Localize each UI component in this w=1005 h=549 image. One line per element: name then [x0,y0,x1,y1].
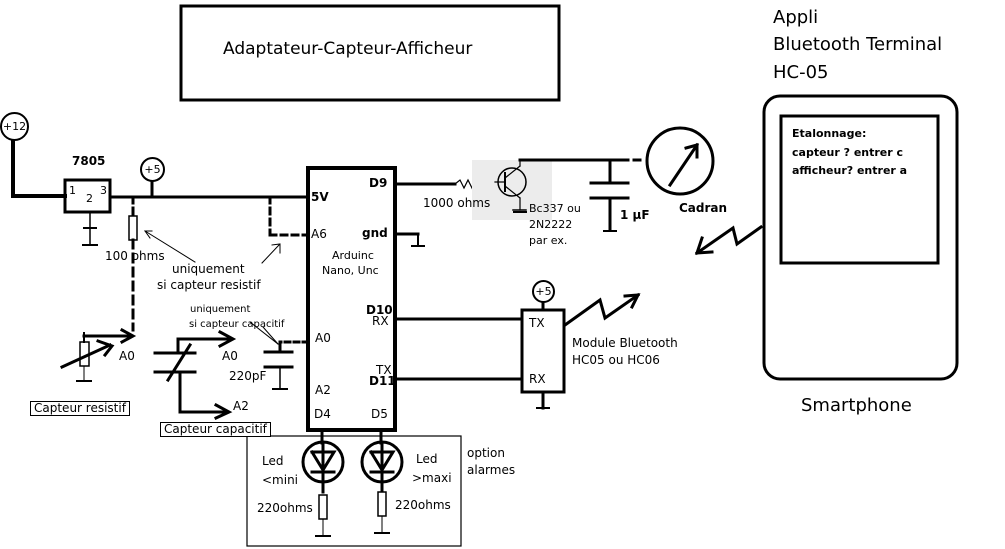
supply-12v: +12 [0,112,29,141]
pin-gnd: gnd [362,226,388,240]
app-name-3: HC-05 [773,62,829,83]
led-min-label-2: <mini [262,473,299,487]
bt-pin-tx: TX [529,316,545,330]
pin-tx: TX [376,363,392,377]
resistor-1000-label: 1000 ohms [423,196,491,210]
resistive-sensor-label: Capteur resistif [30,401,130,417]
option-label-1: option [467,446,505,460]
note-capacitive-1: uniquement [190,304,251,315]
diagram-title: Adaptateur-Capteur-Afficheur [223,39,473,59]
pin-d11: D11 [369,374,396,388]
note-resistive-2: si capteur resistif [157,278,261,292]
resistive-out-a0: A0 [119,349,135,363]
resistor-100-label: 100 ohms [105,249,165,263]
led-max-label-2: >maxi [412,471,452,485]
led-max-label-1: Led [416,452,438,466]
regulator-pin-2: 2 [86,192,93,205]
arduino-name-1: Arduinc [332,249,374,262]
pin-5v: 5V [311,190,329,204]
supply-5v-main: +5 [140,157,165,182]
screen-line-3: afficheur? entrer a [792,164,908,177]
regulator-pin-1: 1 [69,184,76,197]
arduino-board [306,166,397,432]
arduino-name-2: Nano, Unc [322,264,379,277]
resistor-220-min [318,494,328,520]
pin-d10: D10 [366,303,393,317]
app-name-2: Bluetooth Terminal [773,34,943,55]
pin-d9: D9 [369,176,388,190]
led-min-label-1: Led [262,454,284,468]
resistor-220-max-label: 220ohms [395,498,451,512]
dial-label: Cadran [679,201,728,215]
regulator-pin-3: 3 [100,184,107,197]
screen-line-1: Etalonnage: [792,127,867,140]
pin-d4: D4 [314,407,331,421]
cap-220pf-label: 220pF [229,369,267,383]
ground-symbols [76,211,617,537]
dial-meter [645,126,715,196]
note-resistive-1: uniquement [172,262,245,276]
note-capacitive-2: si capteur capacitif [189,319,285,330]
alarm-option-box [246,435,462,547]
bt-pin-rx: RX [529,372,546,386]
title-box [179,4,561,102]
capacitive-out-a0: A0 [222,349,238,363]
option-label-2: alarmes [467,463,516,477]
app-name-1: Appli [773,7,819,28]
capacitive-sensor-label: Capteur capacitif [160,422,271,438]
resistor-220-max [377,491,387,517]
wireless-signal-phone [694,224,764,256]
capacitive-out-a2: A2 [233,399,249,413]
supply-5v-bluetooth: +5 [532,280,555,303]
smartphone-screen [779,114,940,265]
pin-a6: A6 [311,227,327,241]
wireless-signal-bt [562,292,641,328]
transistor-label-1: Bc337 ou [529,202,581,215]
resistor-220-min-label: 220ohms [257,501,313,515]
smartphone-label: Smartphone [801,395,912,416]
screen-line-2: capteur ? entrer c [792,146,904,159]
smartphone-body [762,94,959,381]
bt-label-2: HC05 ou HC06 [572,353,660,367]
capacitor-1uf-label: 1 µF [620,208,650,222]
bt-label-1: Module Bluetooth [572,336,678,350]
pin-d5: D5 [371,407,388,421]
pin-a2: A2 [315,383,331,397]
transistor-label-3: par ex. [529,234,568,247]
resistor-100-ohm [128,215,138,241]
pin-rx: RX [372,314,389,328]
pin-a0: A0 [315,331,331,345]
regulator-label: 7805 [72,154,106,168]
transistor-label-2: 2N2222 [529,218,573,231]
